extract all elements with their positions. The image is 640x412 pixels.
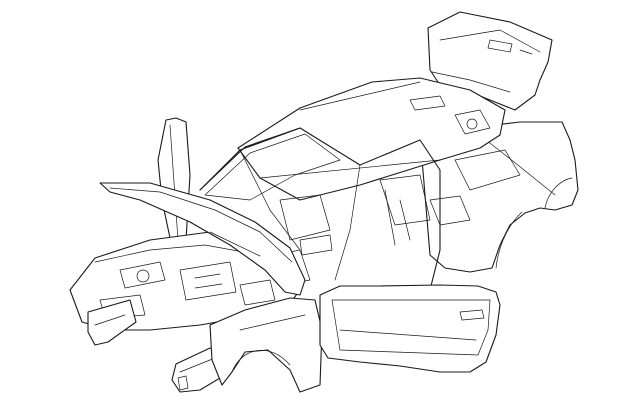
quarter-panel <box>419 121 579 273</box>
front-fender <box>209 297 323 393</box>
hood <box>99 182 306 296</box>
windshield-frame <box>199 127 341 201</box>
body-structure <box>199 127 441 291</box>
roof <box>237 77 506 201</box>
a-pillar-trim <box>157 117 191 251</box>
door <box>319 284 501 373</box>
trunk-lid <box>427 11 553 111</box>
